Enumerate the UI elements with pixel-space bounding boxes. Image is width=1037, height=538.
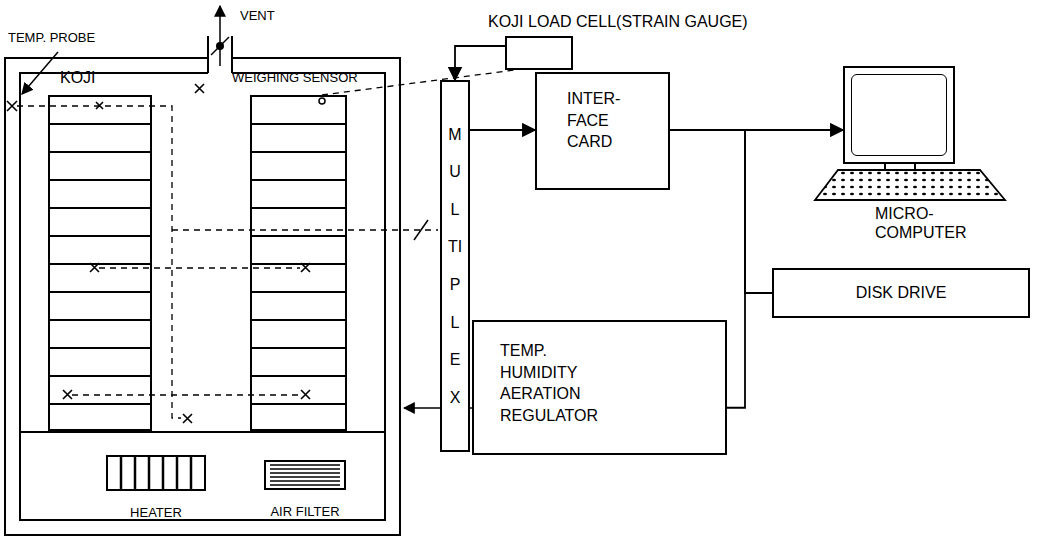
node-text: MICRO- COMPUTER [875, 204, 967, 242]
regulator: TEMP. HUMIDITY AERATION REGULATOR [472, 320, 727, 455]
interface-card: INTER- FACE CARD [535, 72, 670, 190]
vent-arrow [219, 6, 221, 66]
tray-rack [250, 95, 347, 431]
node-text: DISK DRIVE [856, 282, 947, 304]
monitor-screen [843, 66, 955, 164]
node-text: MULTIPLEX [447, 116, 463, 417]
tray-rack [48, 95, 152, 431]
keyboard [815, 170, 1005, 200]
connector [670, 130, 772, 293]
node-text: KOJI LOAD CELL(STRAIN GAUGE) [488, 12, 748, 32]
node-text: KOJI [48, 68, 152, 88]
connector [470, 129, 535, 131]
tray-stack: WEIGHING SENSOR [230, 68, 350, 431]
heater-grid [106, 455, 206, 491]
chamber-wall [5, 58, 400, 535]
node-text: AIR FILTER [255, 504, 355, 520]
microcomputer: MICRO- COMPUTER [815, 66, 1005, 242]
vent-label: VENT [240, 8, 275, 24]
load-cell-box [505, 36, 573, 70]
node-text: TEMP. HUMIDITY AERATION REGULATOR [500, 340, 598, 426]
probe-label: TEMP. PROBE [8, 30, 95, 46]
filter-grid [264, 460, 346, 490]
floor-line [20, 431, 385, 433]
disk-drive: DISK DRIVE [772, 268, 1030, 318]
connector [455, 46, 505, 80]
node-text: HEATER [100, 505, 212, 521]
multiplexer: MULTIPLEX [440, 80, 470, 452]
chamber-inner-wall [20, 73, 385, 520]
node-text: WEIGHING SENSOR [230, 68, 350, 88]
probe-pointer [22, 52, 58, 94]
node-text: INTER- FACE CARD [567, 88, 620, 153]
tray-stack: KOJI [48, 68, 152, 431]
wire-bundle-slash [414, 220, 428, 240]
screen-glass [851, 74, 947, 156]
vent-damper-blade [211, 37, 229, 55]
air-filter: AIR FILTER [255, 460, 355, 520]
load-cell: KOJI LOAD CELL(STRAIN GAUGE) [488, 12, 748, 70]
heater: HEATER [100, 455, 212, 521]
